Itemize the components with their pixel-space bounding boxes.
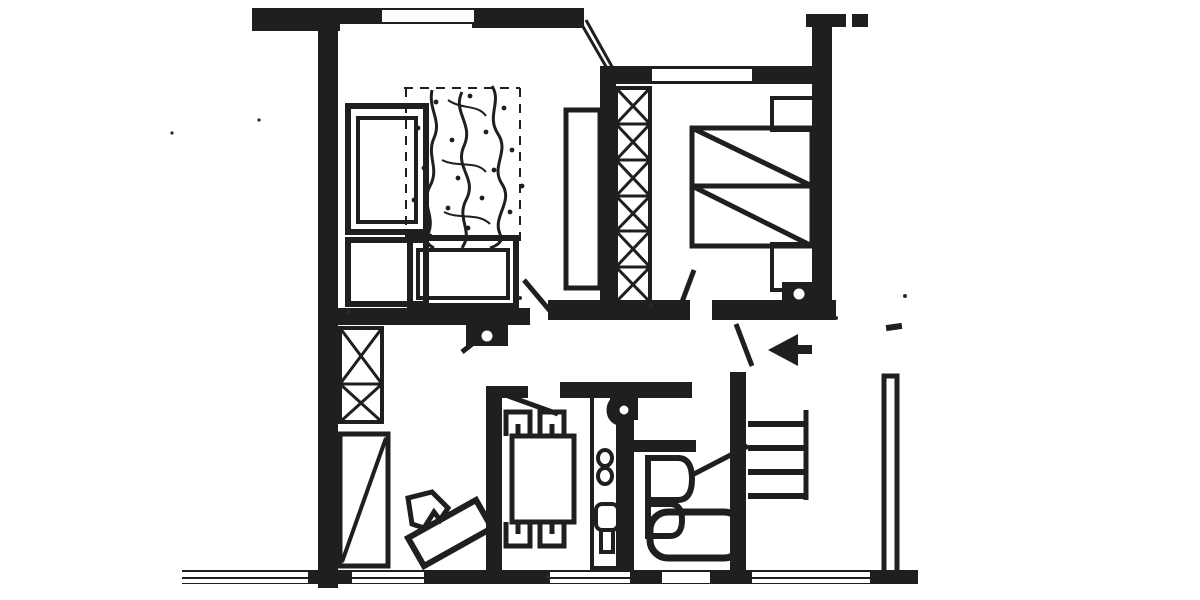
window-top-wall xyxy=(382,10,474,22)
bunk-beds-upper-right xyxy=(689,96,816,292)
bed-bunk-lower xyxy=(689,183,815,249)
wall-left-exterior xyxy=(318,20,338,588)
bidet xyxy=(645,501,686,539)
dining-chair-bottom-right xyxy=(537,522,567,549)
door-knob-kitchen xyxy=(610,398,638,420)
dining-chair-bottom-left xyxy=(503,522,533,549)
bed-center-lower xyxy=(407,235,519,309)
wardrobe-living-room xyxy=(338,326,384,424)
wall-kitchen-left-cap xyxy=(486,386,528,398)
sofa-bed-living-room xyxy=(337,431,391,569)
bathtub xyxy=(646,508,746,562)
nightstand-left-lower xyxy=(345,237,429,307)
kitchen-fixtures xyxy=(590,394,634,570)
wall-top-left-cap xyxy=(252,22,340,31)
door-bathroom xyxy=(692,443,750,477)
door-knob-left xyxy=(466,320,508,346)
ink-specks xyxy=(170,118,907,579)
wall-mid-horizontal-center xyxy=(548,300,690,320)
bed-center-lower-mattress xyxy=(416,248,510,300)
bed-left-upper-mattress xyxy=(356,116,418,224)
bathroom-fixtures xyxy=(645,455,746,562)
door-bedroom-right xyxy=(522,278,558,320)
staircase xyxy=(748,410,809,500)
door-knob-right xyxy=(782,282,818,306)
diagonal-brace-lines xyxy=(576,17,617,73)
wall-closet-partition xyxy=(600,78,616,310)
dining-table xyxy=(509,433,577,525)
door-dining xyxy=(507,393,559,417)
rug-squiggle xyxy=(404,85,525,250)
bed-alcove-top xyxy=(770,96,816,132)
window-bottom-fourth xyxy=(662,572,710,583)
door-upper-right-room xyxy=(673,269,697,319)
tick-mark-right xyxy=(885,322,903,332)
door-entry xyxy=(733,323,755,367)
stove-burner-lower xyxy=(596,466,614,486)
entry-direction-arrow xyxy=(768,334,812,366)
kitchen-counter xyxy=(590,394,620,570)
wall-bath-divider xyxy=(634,440,696,452)
door-hardware xyxy=(466,282,818,420)
wall-top-right-stub-notch xyxy=(846,14,852,27)
wardrobe-upper-left-tall xyxy=(563,107,603,291)
wall-kitchen-left xyxy=(486,392,502,576)
wall-upper-right-vertical xyxy=(812,16,832,318)
structural-walls xyxy=(182,8,918,588)
wall-top-right-segment xyxy=(472,8,584,28)
desk-angled xyxy=(403,495,497,571)
wall-kitchen-center-partition xyxy=(620,392,634,578)
wall-far-right-thin xyxy=(876,373,906,582)
kitchen-sink-drain xyxy=(599,528,615,554)
wardrobe-hatched-column xyxy=(614,86,652,304)
window-upper-right-wall xyxy=(652,69,752,81)
living-room-furniture xyxy=(337,326,497,571)
toilet xyxy=(645,455,696,503)
dining-chair-top-left xyxy=(503,409,533,436)
